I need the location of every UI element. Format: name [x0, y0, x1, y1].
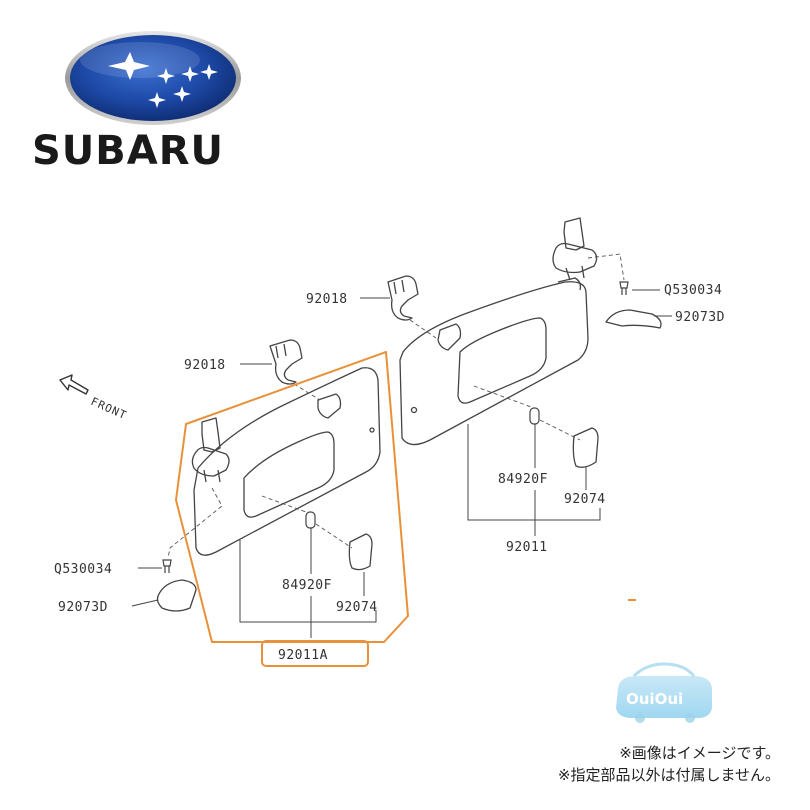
watermark-text: OuiOui	[626, 690, 683, 708]
label-right-assy: 92011	[506, 540, 548, 555]
right-sun-visor	[399, 277, 589, 446]
label-left-screw: Q530034	[54, 562, 112, 577]
right-lens	[572, 427, 599, 468]
label-right-bulb: 84920F	[498, 472, 548, 487]
right-bracket	[387, 275, 419, 321]
right-screw	[619, 281, 629, 295]
right-bulb	[529, 407, 540, 425]
right-leader-lines	[360, 289, 672, 536]
left-lens	[348, 533, 373, 571]
right-visor-mount	[552, 217, 598, 281]
brand-name: SUBARU	[32, 128, 225, 174]
left-leader-lines	[131, 363, 377, 638]
left-bracket	[269, 339, 303, 385]
label-right-screw: Q530034	[664, 283, 722, 298]
right-guide-lines	[409, 253, 625, 441]
right-clip	[605, 309, 662, 329]
front-arrow-icon	[59, 374, 89, 395]
disclaimer-image-note: ※画像はイメージです。	[619, 744, 780, 762]
front-label: FRONT	[89, 395, 129, 422]
subaru-logo-icon	[65, 31, 241, 125]
label-right-lens: 92074	[564, 492, 606, 507]
label-left-clip: 92073D	[58, 600, 108, 615]
left-clip	[156, 579, 197, 612]
label-left-bracket: 92018	[184, 358, 226, 373]
label-left-lens: 92074	[336, 600, 378, 615]
label-right-bracket: 92018	[306, 292, 348, 307]
label-right-clip: 92073D	[675, 310, 725, 325]
label-left-bulb: 84920F	[282, 578, 332, 593]
left-sun-visor	[193, 367, 381, 556]
disclaimer-parts-note: ※指定部品以外は付属しません。	[557, 766, 780, 784]
watermark-logo: OuiOui	[616, 662, 712, 723]
label-left-assy: 92011A	[278, 648, 328, 663]
left-visor-mount	[191, 417, 230, 483]
left-guide-lines	[167, 383, 353, 559]
left-bulb	[305, 511, 316, 529]
left-screw	[162, 559, 172, 573]
left-visor-highlight	[175, 351, 636, 667]
